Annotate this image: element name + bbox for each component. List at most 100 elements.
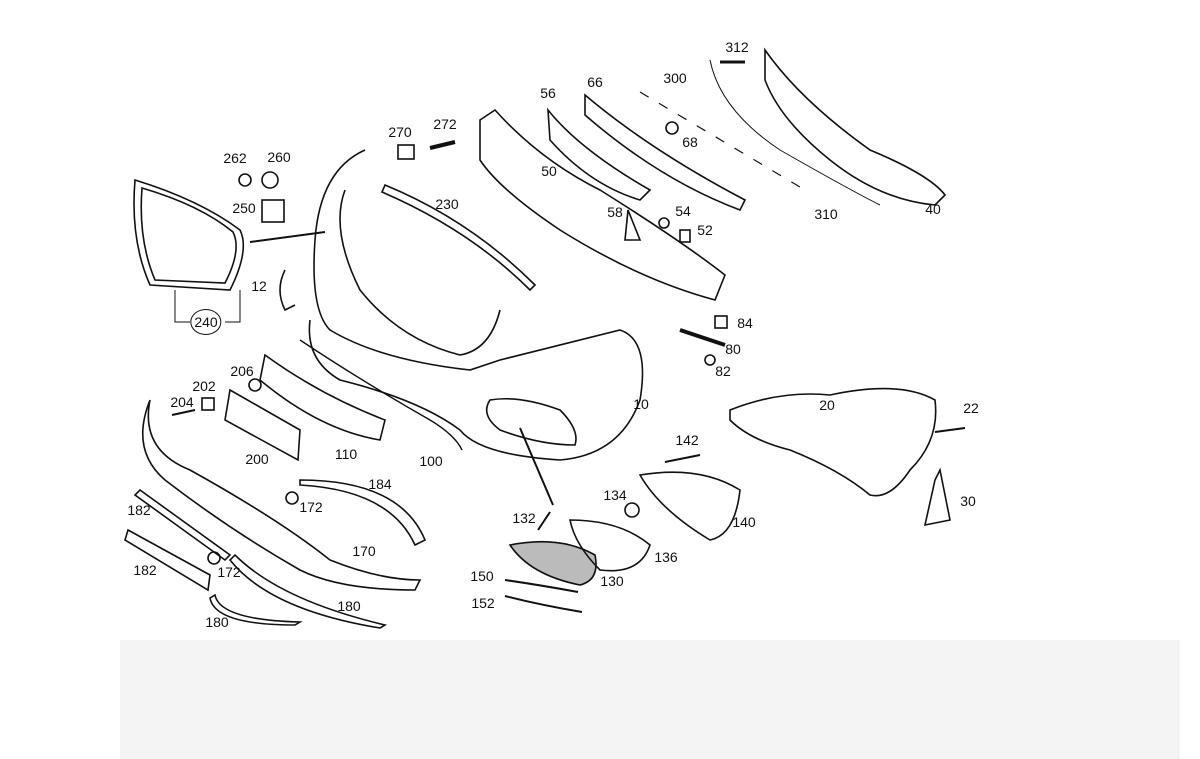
label-300[interactable]: 300 (663, 70, 687, 86)
part-260 (261, 171, 279, 189)
label-20[interactable]: 20 (819, 397, 835, 413)
part-136-fog-grille (569, 519, 651, 572)
part-140-fog-frame (638, 471, 741, 541)
label-270[interactable]: 270 (388, 124, 412, 140)
label-172[interactable]: 172 (299, 499, 323, 515)
label-272[interactable]: 272 (433, 116, 457, 132)
label-54[interactable]: 54 (675, 203, 691, 219)
label-180[interactable]: 180 (337, 598, 361, 614)
label-130[interactable]: 130 (600, 573, 624, 589)
part-50-support (479, 108, 726, 301)
part-82 (704, 354, 716, 366)
part-204 (171, 409, 196, 416)
part-12 (279, 269, 296, 312)
label-152[interactable]: 152 (471, 595, 495, 611)
background-shade (120, 640, 1180, 759)
label-170[interactable]: 170 (352, 543, 376, 559)
part-110-lower-grille (259, 353, 386, 441)
part-262 (238, 173, 252, 187)
label-110[interactable]: 110 (334, 446, 358, 462)
label-260[interactable]: 260 (267, 149, 291, 165)
label-172[interactable]: 172 (217, 564, 241, 580)
part-300-sensor-line (639, 91, 806, 191)
part-40-absorber (764, 47, 947, 206)
part-180-trim (209, 553, 388, 629)
label-142[interactable]: 142 (675, 432, 699, 448)
part-80 (679, 328, 726, 347)
label-132[interactable]: 132 (512, 510, 536, 526)
label-50[interactable]: 50 (541, 163, 557, 179)
part-132 (537, 511, 551, 531)
label-240[interactable]: 240 (190, 309, 222, 335)
leader-130 (519, 427, 554, 506)
part-58 (624, 209, 642, 241)
part-56-grille (547, 107, 652, 201)
label-82[interactable]: 82 (715, 363, 731, 379)
part-20-bracket (729, 387, 937, 497)
part-130-fog-grille (508, 540, 597, 586)
part-172-clip-b (207, 551, 221, 565)
part-68 (665, 121, 679, 135)
label-80[interactable]: 80 (725, 341, 741, 357)
part-134 (624, 502, 640, 518)
part-54 (658, 217, 670, 229)
part-100-strip (299, 339, 463, 451)
label-204[interactable]: 204 (170, 394, 194, 410)
part-172-clip-a (285, 491, 299, 505)
label-10[interactable]: 10 (633, 396, 649, 412)
label-22[interactable]: 22 (963, 400, 979, 416)
label-140[interactable]: 140 (732, 514, 756, 530)
label-30[interactable]: 30 (960, 493, 976, 509)
part-310-cable (709, 59, 881, 206)
part-250 (261, 199, 285, 223)
label-262[interactable]: 262 (223, 150, 247, 166)
label-58[interactable]: 58 (607, 204, 623, 220)
label-206[interactable]: 206 (230, 363, 254, 379)
part-22 (934, 427, 966, 433)
leader-240 (174, 290, 241, 323)
label-180[interactable]: 180 (205, 614, 229, 630)
part-52 (679, 229, 691, 243)
part-270 (397, 144, 415, 160)
leader-grille-arrow (249, 231, 326, 243)
part-272 (429, 140, 456, 150)
part-206 (248, 378, 262, 392)
label-84[interactable]: 84 (737, 315, 753, 331)
label-312[interactable]: 312 (725, 39, 749, 55)
part-170-lower-trim (142, 399, 422, 591)
label-136[interactable]: 136 (654, 549, 678, 565)
part-230-strip (380, 183, 537, 292)
label-66[interactable]: 66 (587, 74, 603, 90)
label-182[interactable]: 182 (133, 562, 157, 578)
part-182-trim (124, 488, 232, 592)
label-202[interactable]: 202 (192, 378, 216, 394)
part-150-strip (504, 579, 579, 593)
label-250[interactable]: 250 (232, 200, 256, 216)
part-10-bumper-upper (339, 189, 501, 356)
label-12[interactable]: 12 (251, 278, 267, 294)
part-240-grille (133, 178, 245, 291)
part-200-strip (224, 388, 301, 462)
label-182[interactable]: 182 (127, 502, 151, 518)
part-66-bracket (584, 93, 747, 212)
part-152-strip (504, 595, 583, 613)
label-68[interactable]: 68 (682, 134, 698, 150)
label-310[interactable]: 310 (814, 206, 838, 222)
label-100[interactable]: 100 (419, 453, 443, 469)
part-30-bracket (923, 467, 951, 527)
label-56[interactable]: 56 (540, 85, 556, 101)
label-150[interactable]: 150 (470, 568, 494, 584)
label-134[interactable]: 134 (603, 487, 627, 503)
part-10-fog-opening (485, 397, 577, 446)
part-202 (201, 397, 215, 411)
part-142 (664, 454, 701, 463)
label-200[interactable]: 200 (245, 451, 269, 467)
part-10-bumper-cover (308, 149, 644, 461)
label-40[interactable]: 40 (925, 201, 941, 217)
label-184[interactable]: 184 (368, 476, 392, 492)
label-230[interactable]: 230 (435, 196, 459, 212)
part-240-grille-inner (140, 186, 237, 284)
label-52[interactable]: 52 (697, 222, 713, 238)
